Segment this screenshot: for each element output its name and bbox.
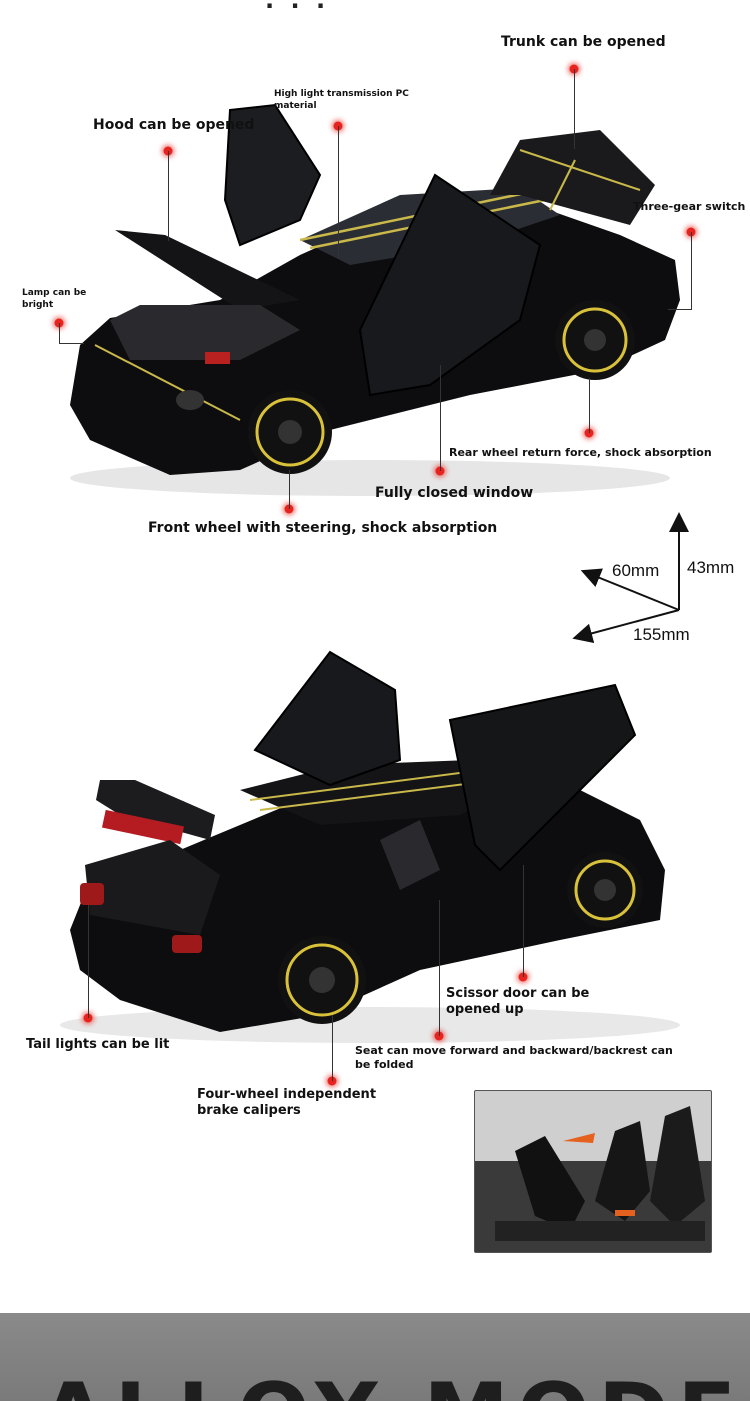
three-gear-leader-h [668,309,692,310]
scissor-door-label: Scissor door can be opened up [446,986,590,1017]
alloy-model-banner: ALLOY MODEL [0,1313,750,1401]
pc-material-label: High light transmission PC material [274,89,409,111]
calipers-label: Four-wheel independent brake calipers [197,1087,377,1118]
hood-label: Hood can be opened [93,117,255,133]
seat-leader [439,900,440,1036]
closed-window-label: Fully closed window [375,485,534,501]
three-gear-leader [691,232,692,309]
front-wheel-dot [284,504,294,514]
dimension-height: 43mm [687,558,735,577]
front-wheel-leader [289,470,290,509]
calipers-dot [327,1076,337,1086]
trunk-label: Trunk can be opened [501,34,666,50]
lamp-leader-h [59,343,84,344]
seat-label: Seat can move forward and backward/backr… [355,1044,673,1071]
rear-wheel-label: Rear wheel return force, shock absorptio… [449,446,712,459]
seat-dot [434,1031,444,1041]
dimension-width: 60mm [612,561,660,580]
tail-lights-label: Tail lights can be lit [26,1037,170,1052]
tail-lights-dot [83,1013,93,1023]
closed-window-dot [435,466,445,476]
hood-leader [168,151,169,241]
trunk-leader [574,69,575,149]
car-image-rear [60,650,680,1043]
seat-inset-photo [474,1090,712,1253]
seat-inset-illustration [475,1091,711,1252]
pc-material-leader [338,126,339,258]
top-cropped-title: · · · [265,0,330,20]
dimension-axes [572,512,689,644]
scissor-door-dot [518,972,528,982]
dimension-length: 155mm [633,625,690,644]
scissor-door-leader [523,865,524,977]
tail-lights-leader [88,905,89,1018]
rear-wheel-leader [589,378,590,433]
lamp-leader [59,323,60,343]
car-image-front [70,103,680,496]
banner-text: ALLOY MODEL [40,1365,750,1401]
closed-window-leader [440,365,441,471]
lamp-label: Lamp can be bright [22,288,87,310]
calipers-leader [332,1015,333,1081]
three-gear-label: Three-gear switch [633,200,746,213]
front-wheel-label: Front wheel with steering, shock absorpt… [148,520,498,536]
rear-wheel-dot [584,428,594,438]
